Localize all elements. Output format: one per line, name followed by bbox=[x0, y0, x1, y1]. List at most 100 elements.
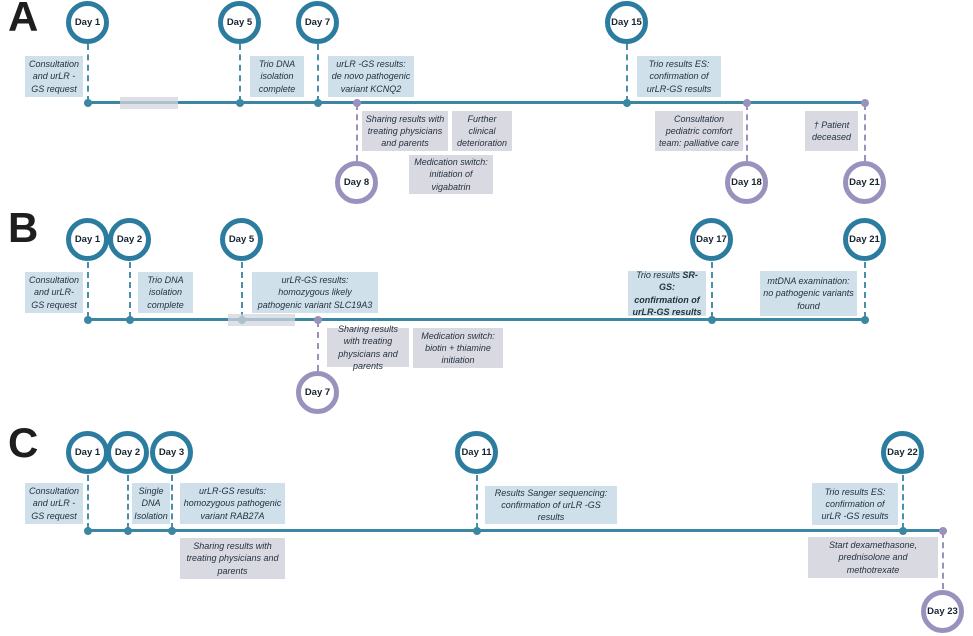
day-label: Day 21 bbox=[849, 177, 880, 188]
day-marker: Day 5 bbox=[218, 1, 261, 44]
event-box-share-results: Sharing results with treating physicians… bbox=[327, 324, 409, 371]
timeline-dot bbox=[861, 99, 869, 107]
event-box-share-results: Sharing results with treating physicians… bbox=[180, 538, 285, 579]
day-marker: Day 21 bbox=[843, 218, 886, 261]
day-label: Day 8 bbox=[343, 177, 370, 188]
day-label: Day 2 bbox=[116, 234, 143, 245]
event-box-trio-dna: Trio DNA isolation complete bbox=[250, 56, 304, 97]
event-box-share-results: Sharing results with treating physicians… bbox=[362, 111, 448, 151]
connector-line bbox=[942, 532, 944, 589]
timeline-dot bbox=[236, 99, 244, 107]
connector-line bbox=[626, 44, 628, 102]
day-label: Day 18 bbox=[731, 177, 762, 188]
event-box-consultation: Consultation and urLR -GS request bbox=[25, 483, 83, 524]
connector-line bbox=[87, 475, 89, 529]
day-label: Day 11 bbox=[461, 447, 492, 458]
day-label: Day 21 bbox=[849, 234, 880, 245]
event-text: Trio results SR-GS: confirmation of urLR… bbox=[632, 270, 702, 317]
event-box-single-dna: Single DNA Isolation bbox=[132, 483, 170, 524]
timeline-dot bbox=[84, 527, 92, 535]
panel-b-timeline bbox=[88, 318, 866, 321]
connector-line bbox=[87, 44, 89, 102]
event-box-deterioration: Further clinical deterioration bbox=[452, 111, 512, 151]
event-box-consultation: Consultation and urLR -GS request bbox=[25, 56, 83, 97]
timeline-dot bbox=[353, 99, 361, 107]
timeline-dot bbox=[314, 316, 322, 324]
event-box-urlr-results: urLR-GS results: homozygous pathogenic v… bbox=[180, 483, 285, 524]
day-marker: Day 8 bbox=[335, 161, 378, 204]
connector-line bbox=[746, 104, 748, 161]
event-box-urlr-results: urLR -GS results: de novo pathogenic var… bbox=[328, 56, 414, 97]
timeline-dot bbox=[473, 527, 481, 535]
panel-b-label: B bbox=[8, 204, 39, 251]
day-label: Day 3 bbox=[158, 447, 185, 458]
timeline-dot bbox=[899, 527, 907, 535]
timeline-dot bbox=[623, 99, 631, 107]
panel-b-weekend-bar bbox=[228, 314, 295, 326]
timeline-dot bbox=[126, 316, 134, 324]
day-marker: Day 5 bbox=[220, 218, 263, 261]
connector-line bbox=[129, 262, 131, 318]
connector-line bbox=[864, 104, 866, 161]
day-label: Day 22 bbox=[887, 447, 918, 458]
day-label: Day 17 bbox=[696, 234, 727, 245]
event-box-sanger: Results Sanger sequencing: confirmation … bbox=[485, 486, 617, 524]
day-label: Day 5 bbox=[228, 234, 255, 245]
day-marker: Day 11 bbox=[455, 431, 498, 474]
connector-line bbox=[864, 262, 866, 318]
event-box-urlr-results: urLR-GS results: homozygous likely patho… bbox=[252, 272, 378, 313]
day-marker: Day 7 bbox=[296, 371, 339, 414]
event-box-mtdna: mtDNA examination: no pathogenic variant… bbox=[760, 271, 857, 316]
timeline-dot bbox=[939, 527, 947, 535]
day-marker: Day 23 bbox=[921, 590, 964, 633]
timeline-dot bbox=[314, 99, 322, 107]
day-label: Day 1 bbox=[74, 234, 101, 245]
day-marker: Day 7 bbox=[296, 1, 339, 44]
connector-line bbox=[476, 475, 478, 529]
connector-line bbox=[711, 262, 713, 318]
connector-line bbox=[239, 44, 241, 102]
day-marker: Day 17 bbox=[690, 218, 733, 261]
panel-a-timeline bbox=[88, 101, 866, 104]
panel-a-weekend-bar bbox=[120, 97, 178, 109]
connector-line bbox=[317, 44, 319, 102]
event-box-patient-deceased: † Patient deceased bbox=[805, 111, 858, 151]
connector-line bbox=[127, 475, 129, 529]
day-label: Day 1 bbox=[74, 17, 101, 28]
day-marker: Day 22 bbox=[881, 431, 924, 474]
day-marker: Day 18 bbox=[725, 161, 768, 204]
connector-line bbox=[902, 475, 904, 529]
timeline-dot bbox=[84, 316, 92, 324]
day-marker: Day 2 bbox=[108, 218, 151, 261]
day-label: Day 7 bbox=[304, 387, 331, 398]
timeline-dot bbox=[708, 316, 716, 324]
connector-line bbox=[241, 262, 243, 318]
connector-line bbox=[87, 262, 89, 318]
day-marker: Day 1 bbox=[66, 1, 109, 44]
day-label: Day 1 bbox=[74, 447, 101, 458]
day-label: Day 15 bbox=[611, 17, 642, 28]
timeline-dot bbox=[124, 527, 132, 535]
panel-c-timeline bbox=[88, 529, 943, 532]
timeline-dot bbox=[168, 527, 176, 535]
day-marker: Day 3 bbox=[150, 431, 193, 474]
event-box-medication-switch: Medication switch: initiation of vigabat… bbox=[409, 155, 493, 194]
connector-line bbox=[356, 104, 358, 161]
day-label: Day 7 bbox=[304, 17, 331, 28]
timeline-dot bbox=[84, 99, 92, 107]
timeline-dot bbox=[861, 316, 869, 324]
connector-line bbox=[317, 321, 319, 371]
day-marker: Day 2 bbox=[106, 431, 149, 474]
event-box-consultation: Consultation and urLR-GS request bbox=[25, 272, 83, 313]
panel-c-label: C bbox=[8, 419, 39, 466]
day-marker: Day 15 bbox=[605, 1, 648, 44]
event-box-trio-es: Trio results ES: confirmation of urLR -G… bbox=[812, 483, 898, 525]
event-box-trio-srgs: Trio results SR-GS: confirmation of urLR… bbox=[628, 270, 706, 317]
event-box-palliative-care: Consultation pediatric comfort team: pal… bbox=[655, 111, 743, 151]
day-label: Day 23 bbox=[927, 606, 958, 617]
event-box-medication-switch: Medication switch: biotin + thiamine ini… bbox=[413, 328, 503, 368]
connector-line bbox=[171, 475, 173, 529]
timeline-dot bbox=[743, 99, 751, 107]
event-box-trio-dna: Trio DNA isolation complete bbox=[138, 272, 193, 313]
panel-a-label: A bbox=[8, 0, 39, 40]
